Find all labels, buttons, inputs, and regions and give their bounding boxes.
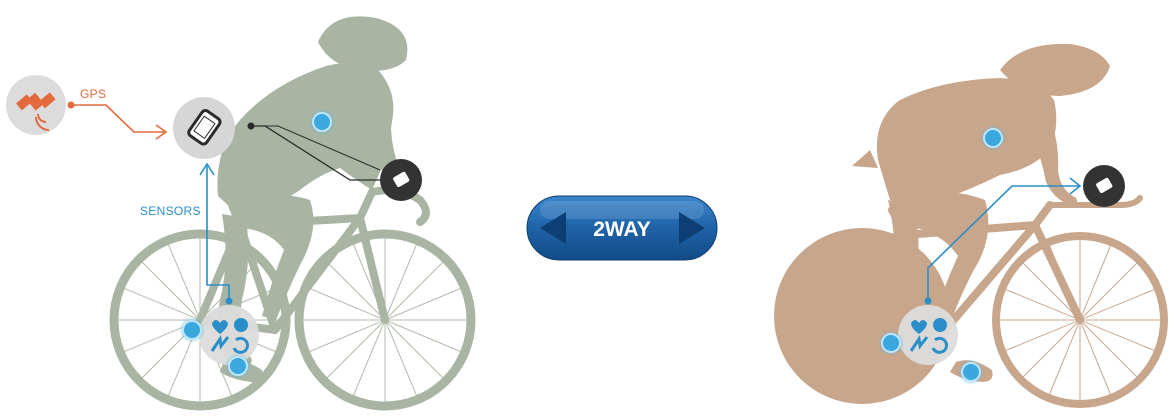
rider-helmet bbox=[318, 16, 407, 70]
sensor-hub-right bbox=[898, 305, 958, 365]
speed-icon bbox=[933, 318, 947, 332]
tt-tail bbox=[852, 150, 878, 168]
tt-cyclist-illustration bbox=[774, 44, 1164, 404]
sensor-hub-left bbox=[199, 305, 259, 365]
head-unit-left bbox=[380, 159, 422, 201]
sensors-label: SENSORS bbox=[140, 204, 201, 218]
speed-icon bbox=[234, 318, 248, 332]
two-way-button: 2WAY bbox=[527, 196, 717, 260]
gps-label: GPS bbox=[80, 87, 106, 101]
head-unit-right bbox=[1083, 165, 1125, 207]
smartphone-device bbox=[173, 97, 235, 159]
gps-satellite bbox=[6, 75, 66, 135]
two-way-label: 2WAY bbox=[593, 218, 651, 241]
gps-connection: GPS bbox=[68, 87, 167, 139]
